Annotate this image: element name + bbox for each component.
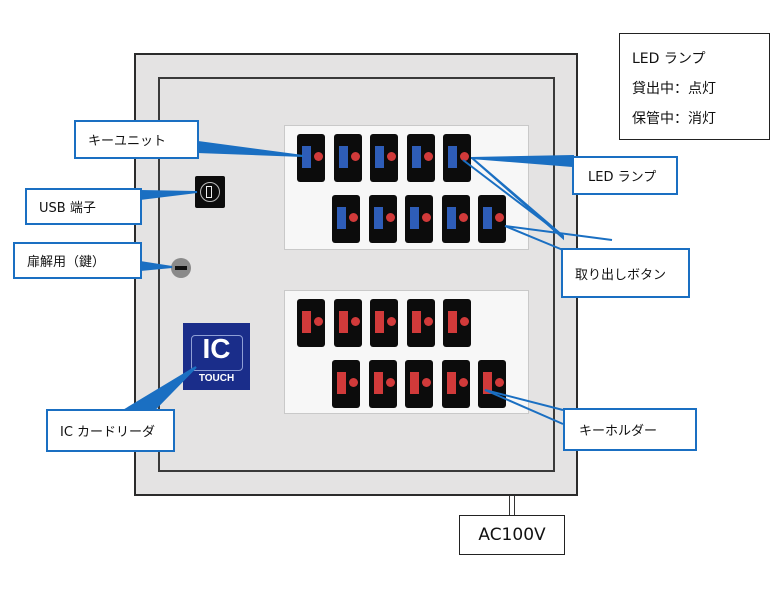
callout-key-unit: キーユニット <box>74 120 199 159</box>
key-unit-button[interactable] <box>441 195 470 243</box>
key-unit-button[interactable] <box>297 134 325 182</box>
led-lamp-icon <box>350 317 360 326</box>
key-holder-button[interactable] <box>478 360 506 408</box>
power-cord <box>509 496 515 515</box>
key-unit-slot <box>373 207 383 229</box>
key-unit-button[interactable] <box>443 134 471 182</box>
key-holder-slot <box>373 372 383 394</box>
key-unit-slot <box>446 207 456 229</box>
led-lamp-icon <box>387 152 396 161</box>
leader-eject-c <box>504 225 613 241</box>
key-holder-slot <box>410 372 419 394</box>
callout-led: LED ランプ <box>572 156 678 195</box>
key-unit-slot <box>302 146 311 168</box>
callout-ic-reader-label: IC カードリーダ <box>60 425 156 440</box>
key-unit-button[interactable] <box>332 195 360 243</box>
key-holder-button[interactable] <box>297 299 325 347</box>
callout-usb: USB 端子 <box>25 188 142 225</box>
key-holder-slot <box>411 311 421 333</box>
key-holder-slot <box>483 372 492 394</box>
key-holder-panel <box>284 290 529 414</box>
key-holder-button[interactable] <box>368 360 397 408</box>
led-lamp-icon <box>350 152 360 161</box>
callout-key-unit-label: キーユニット <box>88 134 167 149</box>
led-lamp-icon <box>423 152 433 161</box>
leader-ic <box>119 366 197 412</box>
key-unit-button[interactable] <box>478 195 506 243</box>
led-lamp-icon <box>349 213 358 222</box>
leader-eject-a <box>462 159 564 237</box>
leader-eject-1 <box>471 157 564 241</box>
key-unit-slot <box>338 146 348 168</box>
leader-holder-a <box>484 389 564 411</box>
led-lamp-icon <box>422 378 431 387</box>
led-lamp-icon <box>422 213 431 222</box>
key-unit-button[interactable] <box>333 134 362 182</box>
key-holder-slot <box>375 311 384 333</box>
key-unit-slot <box>448 146 457 168</box>
callout-ic-reader: IC カードリーダ <box>46 409 175 452</box>
key-holder-button[interactable] <box>333 299 362 347</box>
callout-eject-label: 取り出しボタン <box>575 267 667 283</box>
leader-lock <box>139 260 173 272</box>
key-holder-slot <box>448 311 457 333</box>
callout-key-holder: キーホルダー <box>563 408 697 451</box>
callout-lock: 扉解用（鍵） <box>13 242 142 279</box>
key-holder-button[interactable] <box>405 360 433 408</box>
key-unit-button[interactable] <box>370 134 398 182</box>
led-lamp-icon <box>314 152 323 161</box>
key-holder-slot <box>337 372 346 394</box>
led-lamp-icon <box>349 378 358 387</box>
key-holder-slot <box>446 372 456 394</box>
key-holder-button[interactable] <box>441 360 470 408</box>
led-lamp-icon <box>458 213 468 222</box>
callout-usb-label: USB 端子 <box>39 201 96 216</box>
key-holder-slot <box>302 311 311 333</box>
key-holder-button[interactable] <box>370 299 398 347</box>
key-unit-slot <box>375 146 384 168</box>
ic-logo-subtext: TOUCH <box>198 373 235 384</box>
leader-holder-b <box>484 389 564 425</box>
legend-line-lent: 貸出中：点灯 <box>632 81 716 97</box>
led-lamp-icon <box>385 378 395 387</box>
key-holder-button[interactable] <box>443 299 471 347</box>
key-holder-slot <box>338 311 348 333</box>
led-lamp-icon <box>495 378 504 387</box>
usb-port-icon[interactable] <box>195 176 225 208</box>
key-holder-button[interactable] <box>406 299 435 347</box>
key-unit-slot <box>410 207 419 229</box>
callout-key-holder-label: キーホルダー <box>579 424 658 439</box>
ic-logo-text: IC <box>202 333 231 364</box>
legend-line-stored: 保管中：消灯 <box>632 111 716 127</box>
callout-lock-label: 扉解用（鍵） <box>27 255 106 270</box>
key-unit-button[interactable] <box>406 134 435 182</box>
ic-card-reader[interactable]: IC TOUCH <box>183 323 250 390</box>
led-lamp-icon <box>387 317 396 326</box>
led-lamp-icon <box>423 317 433 326</box>
key-holder-button[interactable] <box>332 360 360 408</box>
power-label: AC100V <box>459 515 565 555</box>
callout-eject: 取り出しボタン <box>561 248 690 298</box>
leader-key-unit <box>197 140 304 157</box>
key-unit-slot <box>337 207 346 229</box>
key-lock-icon[interactable] <box>171 258 191 278</box>
led-lamp-icon <box>460 317 469 326</box>
led-lamp-icon <box>495 213 504 222</box>
key-unit-button[interactable] <box>405 195 433 243</box>
callout-led-label: LED ランプ <box>588 170 657 185</box>
key-unit-panel <box>284 125 529 250</box>
leader-led <box>470 154 574 168</box>
leader-eject-b <box>504 225 564 251</box>
led-lamp-icon <box>460 152 469 161</box>
legend-title: LED ランプ <box>632 51 706 67</box>
led-legend: LED ランプ 貸出中：点灯 保管中：消灯 <box>619 33 770 140</box>
key-unit-slot <box>483 207 492 229</box>
led-lamp-icon <box>314 317 323 326</box>
key-unit-button[interactable] <box>368 195 397 243</box>
led-lamp-icon <box>385 213 395 222</box>
led-lamp-icon <box>458 378 468 387</box>
key-unit-slot <box>411 146 421 168</box>
leader-usb <box>139 189 198 201</box>
